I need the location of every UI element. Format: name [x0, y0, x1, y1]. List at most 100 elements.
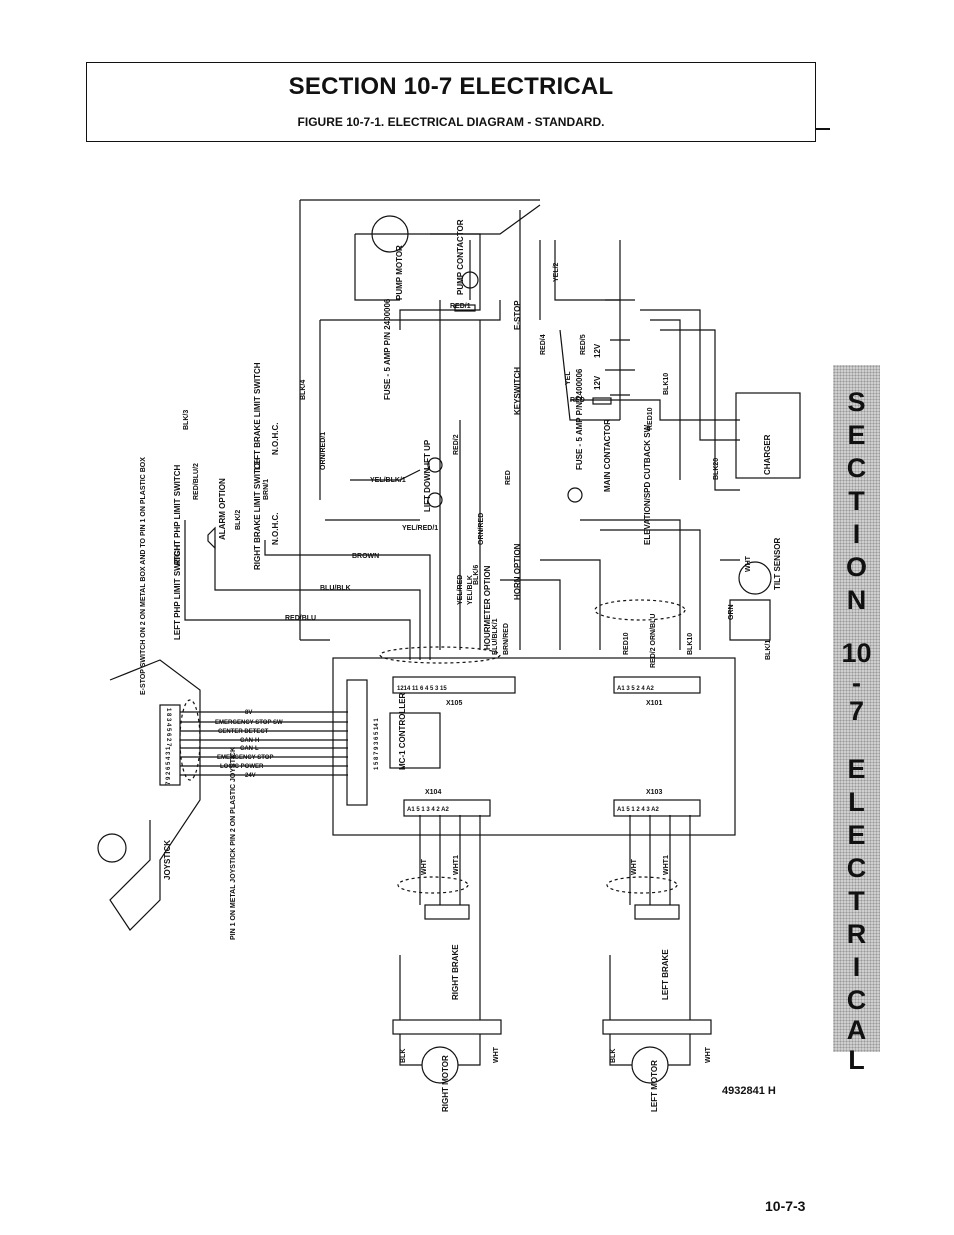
- left-motor-label: LEFT MOTOR: [650, 1060, 659, 1112]
- wire-label-red10: RED10: [647, 407, 654, 430]
- x104-label: X104: [425, 789, 441, 796]
- wire-label-blk20: BLK20: [713, 458, 720, 480]
- joystick-wire-estop: EMERGENCY STOP: [217, 755, 273, 761]
- x103-harness: [606, 876, 678, 894]
- lift-up-label: LIFT UP: [423, 439, 432, 470]
- x101-label: X101: [646, 700, 662, 707]
- right-brake-label: RIGHT BRAKE: [451, 944, 460, 1000]
- side-tab-letter: -: [852, 668, 861, 698]
- lift-down-label: LIFT DOWN: [423, 467, 432, 512]
- wire-label-wht1-left: WHT1: [663, 855, 670, 875]
- x104-harness: [397, 876, 469, 894]
- charger-wires: [650, 319, 740, 491]
- wire-label-wht1-right: WHT1: [453, 855, 460, 875]
- battery-label-2: 12V: [593, 375, 602, 390]
- x101-harness: [594, 599, 686, 621]
- controller-label: MC-1 CONTROLLER: [398, 692, 407, 770]
- joystick-wires: [180, 711, 348, 776]
- hourmeter-option-label: HOURMETER OPTION: [483, 565, 492, 650]
- wire-label-blk10-x101: BLK10: [687, 633, 694, 655]
- wire-label-red-blu2: RED/BLU/2: [193, 463, 200, 500]
- wire-label-wht-right-motor: WHT: [493, 1046, 500, 1063]
- side-tab-letter: T: [848, 886, 865, 916]
- left-brake-label: LEFT BRAKE: [661, 949, 670, 1000]
- joystick-knob: [97, 833, 127, 863]
- side-tab-letter: I: [852, 519, 861, 549]
- wire-label-blk-right-motor: BLK: [400, 1049, 407, 1063]
- wire-label-yel: YEL: [565, 371, 572, 385]
- tilt-sensor-wire: [720, 559, 771, 641]
- joystick-wire-8v: 8V: [245, 710, 252, 716]
- header-tick-mark: [816, 128, 830, 130]
- x103-pin-numbers: A1 5 1 2 4 3 A2: [617, 807, 659, 813]
- alarm-speaker: [207, 526, 216, 550]
- elevation-cutback-label: ELEVATION/SPD CUTBACK SW: [643, 424, 652, 545]
- joystick-wire-24v: 24V: [245, 773, 256, 779]
- right-brake-wires: [419, 815, 481, 1020]
- wire-label-brown: BROWN: [352, 553, 379, 560]
- left-php-label: LEFT PHP LIMIT SWITCH: [173, 544, 182, 640]
- wire-label-blk2: BLK/2: [235, 510, 242, 530]
- x101-pin-numbers: A1 3 5 2 4 A2: [617, 686, 654, 692]
- part-number: 4932841 H: [722, 1085, 776, 1097]
- wire-label-orn-red: ORN/RED: [478, 513, 485, 545]
- page-title: SECTION 10-7 ELECTRICAL: [288, 73, 614, 100]
- keyswitch-wire: [554, 240, 620, 421]
- nohc-label-2: N.O.H.C.: [271, 513, 280, 545]
- joystick-label: JOYSTICK: [163, 840, 172, 880]
- left-brake-wires: [629, 815, 691, 1020]
- estop-wire: [519, 210, 541, 650]
- joystick-body-outline: [109, 659, 201, 931]
- wire-label-red-vertical: RED: [505, 470, 512, 485]
- left-brake-limit-label: LEFT BRAKE LIMIT SWITCH: [253, 362, 262, 470]
- cutback-wire: [580, 519, 701, 650]
- joystick-wire-center-detect: CENTER DETECT: [218, 729, 269, 735]
- main-fuse-label: FUSE - 5 AMP P/N 2400006: [575, 368, 584, 470]
- wire-label-blk-left-motor: BLK: [610, 1049, 617, 1063]
- keyswitch-label: KEYSWITCH: [513, 367, 522, 415]
- right-motor-label: RIGHT MOTOR: [441, 1055, 450, 1112]
- estop-note: E-STOP SWITCH ON 2 ON METAL BOX AND TO P…: [140, 457, 147, 695]
- section-side-tab: S E C T I O N 10 - 7 E L E C T R I C A L: [833, 365, 880, 1075]
- side-tab-letter: T: [848, 486, 865, 516]
- pump-contactor-wire: [430, 204, 541, 300]
- side-tab-letter: C: [846, 985, 867, 1015]
- brake-return-wires: [399, 955, 611, 1020]
- right-brake-limit-label: RIGHT BRAKE LIMIT SWITCH: [253, 457, 262, 570]
- controller-pin-numbers: 1 5 8 7 9 3 6 5 14 1: [374, 718, 380, 770]
- joystick-pins-bottom: 7 9 2 6 5 4 3 1: [166, 746, 172, 785]
- wire-label-red5: RED/5: [580, 334, 587, 355]
- left-php-wire: [184, 520, 411, 660]
- wire-label-wht-left-motor: WHT: [705, 1046, 712, 1063]
- right-brake-coil: [424, 904, 470, 920]
- wire-label-blu-blk: BLU/BLK: [320, 585, 351, 592]
- side-tab-letter: I: [852, 952, 861, 982]
- right-motor-circle: [421, 1046, 459, 1084]
- pump-fuse-label: FUSE - 5 AMP P/N 2400006: [383, 298, 392, 400]
- brake-limit-wire: [264, 540, 431, 660]
- horn-wire: [500, 559, 601, 650]
- side-tab-letter: C: [846, 453, 867, 483]
- side-tab-letter: 10: [841, 638, 872, 668]
- wire-label-blk3: BLK/3: [183, 410, 190, 430]
- pump-fuse: [454, 304, 476, 312]
- header-box: SECTION 10-7 ELECTRICAL FIGURE 10-7-1. E…: [86, 62, 816, 142]
- wire-label-brn-red: BRN/RED: [503, 623, 510, 655]
- tilt-sensor-circle: [738, 561, 772, 595]
- wire-label-blk1: BLK/1: [765, 640, 772, 660]
- x101-connector: [613, 676, 701, 694]
- lift-wires: [439, 300, 481, 650]
- lift-up-coil: [427, 457, 443, 473]
- side-tab-letter: O: [845, 552, 867, 582]
- lift-down-coil: [427, 492, 443, 508]
- wire-label-wht-left: WHT: [631, 858, 638, 875]
- x103-label: X103: [646, 789, 662, 796]
- wire-label-blu-blk1: BLU/BLK/1: [492, 618, 499, 655]
- x103-connector: [613, 799, 701, 817]
- alarm-option-label: ALARM OPTION: [218, 478, 227, 540]
- side-tab-letter: E: [847, 420, 866, 450]
- wire-label-orn-red1: ORN/RED/1: [320, 432, 327, 470]
- wire-label-red2-orn-blu: RED/2 ORN/BLU: [650, 614, 657, 668]
- alarm-wire: [214, 540, 421, 660]
